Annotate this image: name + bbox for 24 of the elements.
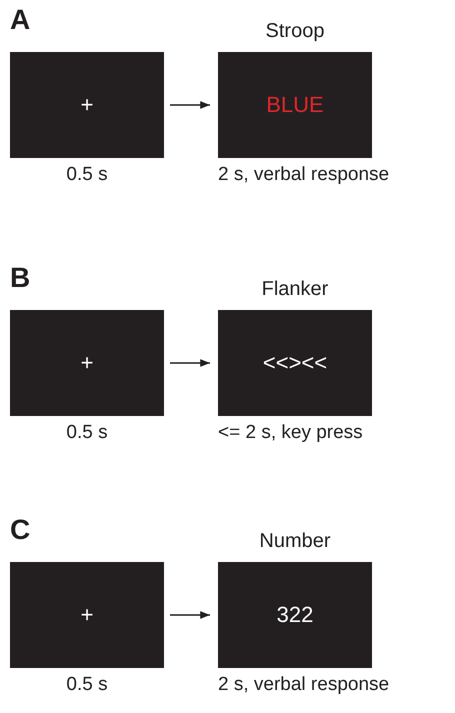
arrow [170, 611, 210, 619]
panel-letter: C [10, 514, 30, 546]
task-title: Stroop [264, 20, 326, 43]
duration-caption: 0.5 s [65, 674, 109, 696]
duration-caption: <= 2 s, key press [218, 422, 364, 444]
duration-caption: 2 s, verbal response [218, 164, 390, 186]
stimulus-text: BLUE [266, 92, 324, 118]
panel-letter: A [10, 4, 30, 36]
stimulus-screen [10, 562, 164, 668]
stimulus-text: <<><< [262, 350, 328, 376]
fixation-cross: + [80, 602, 94, 628]
panel-letter: B [10, 262, 30, 294]
duration-caption: 0.5 s [65, 164, 109, 186]
arrow [170, 101, 210, 109]
task-title: Flanker [260, 278, 330, 301]
duration-caption: 2 s, verbal response [218, 674, 390, 696]
duration-caption: 0.5 s [65, 422, 109, 444]
fixation-cross: + [80, 92, 94, 118]
arrow [170, 359, 210, 367]
stimulus-screen [10, 52, 164, 158]
stimulus-screen [10, 310, 164, 416]
stimulus-text: 322 [276, 602, 314, 628]
fixation-cross: + [80, 350, 94, 376]
task-title: Number [258, 530, 332, 553]
